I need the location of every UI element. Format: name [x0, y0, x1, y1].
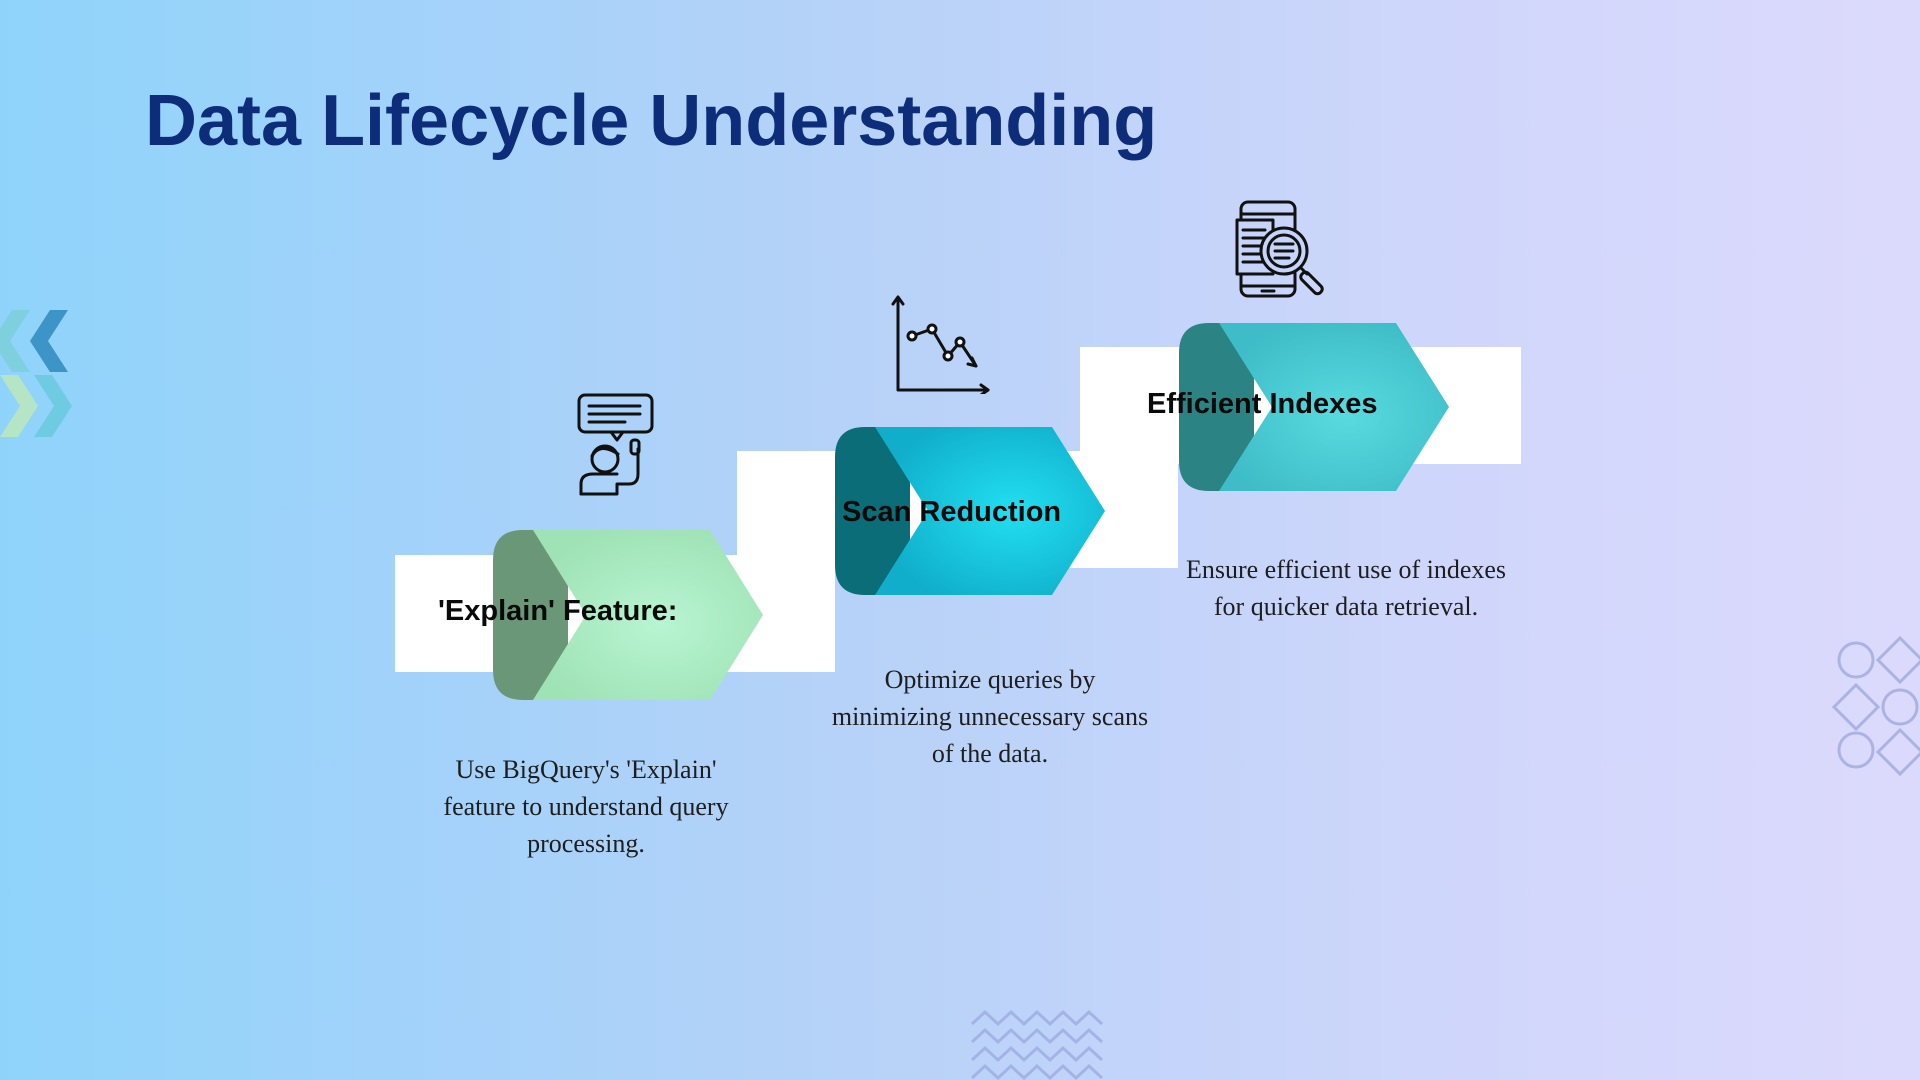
step-3-description: Ensure efficient use of indexes for quic…	[1185, 555, 1507, 621]
step-2-label: Scan Reduction	[842, 496, 1062, 528]
step-1-arrow	[493, 530, 763, 700]
slide-title: Data Lifecycle Understanding	[145, 81, 1158, 161]
step-1-label: 'Explain' Feature:	[438, 595, 678, 627]
line-chart-decrease-icon	[891, 295, 990, 394]
step-3-label: Efficient Indexes	[1147, 388, 1378, 420]
step-2-arrow	[835, 427, 1105, 595]
step-3-arrow	[1179, 323, 1449, 491]
step-1-description: Use BigQuery's 'Explain' feature to unde…	[443, 755, 729, 858]
step-2-description: Optimize queries by minimizing unnecessa…	[831, 665, 1149, 768]
document-search-icon	[1235, 200, 1324, 298]
shapes-decoration	[1831, 635, 1920, 777]
chevrons-decoration	[0, 310, 72, 437]
presenter-speech-icon	[577, 393, 654, 496]
zigzag-decoration	[970, 1009, 1104, 1080]
